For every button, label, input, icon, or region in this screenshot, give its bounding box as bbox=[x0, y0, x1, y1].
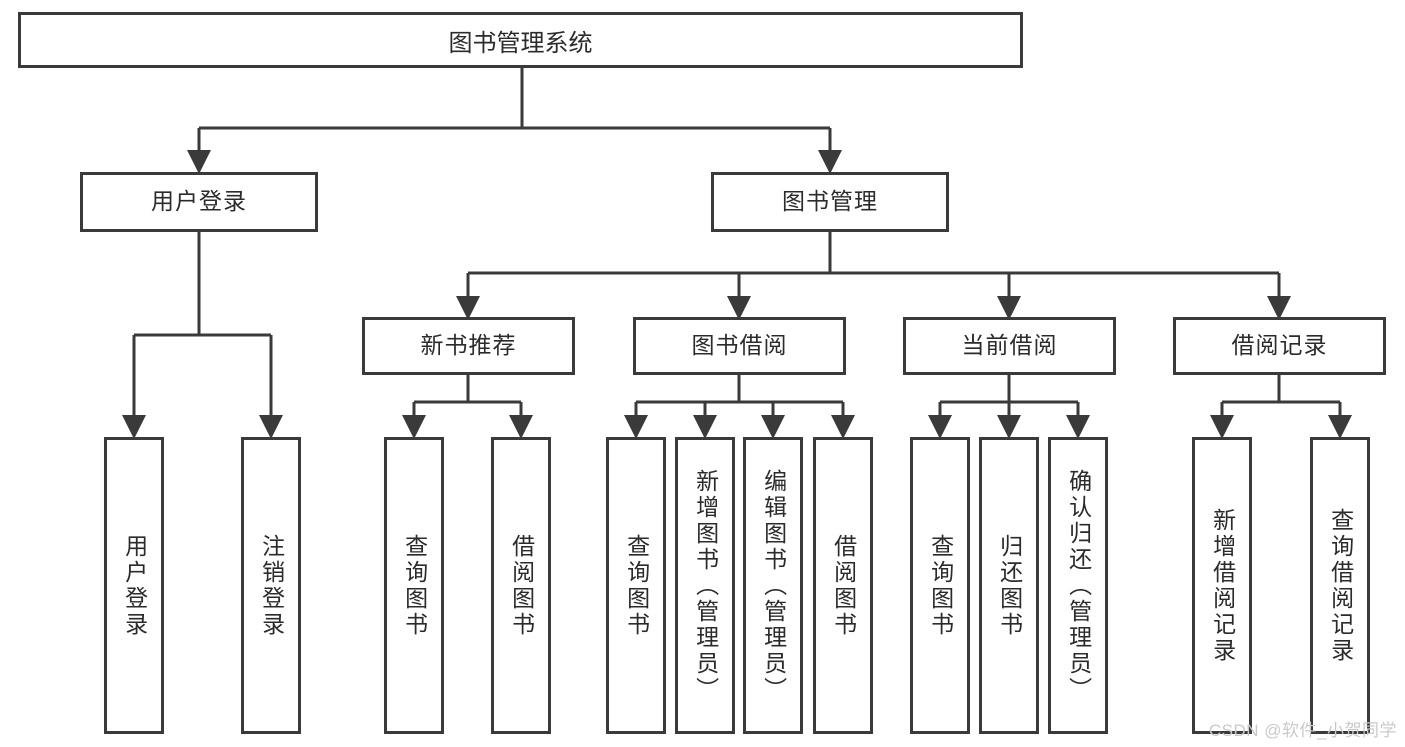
leaf-borrow-book-2-label: 借阅图书 bbox=[830, 533, 857, 638]
node-new-book-recommend[interactable]: 新书推荐 bbox=[362, 317, 575, 375]
leaf-user-login-label: 用户登录 bbox=[121, 533, 148, 638]
watermark: CSDN @软件_小贺同学 bbox=[1208, 721, 1397, 740]
node-current-borrow[interactable]: 当前借阅 bbox=[903, 317, 1116, 375]
node-book-manage[interactable]: 图书管理 bbox=[711, 172, 949, 232]
node-borrow-record[interactable]: 借阅记录 bbox=[1173, 317, 1386, 375]
leaf-query-book-3[interactable]: 查询图书 bbox=[910, 437, 970, 734]
node-user-login-label: 用户登录 bbox=[151, 188, 247, 215]
leaf-add-record[interactable]: 新增借阅记录 bbox=[1192, 437, 1252, 734]
leaf-borrow-book-1[interactable]: 借阅图书 bbox=[491, 437, 551, 734]
node-book-borrow[interactable]: 图书借阅 bbox=[633, 317, 846, 375]
node-current-borrow-label: 当前借阅 bbox=[961, 332, 1058, 359]
node-borrow-record-label: 借阅记录 bbox=[1231, 332, 1328, 359]
leaf-edit-book-label: 编辑图书（管理员） bbox=[760, 468, 787, 703]
leaf-add-book[interactable]: 新增图书（管理员） bbox=[675, 437, 735, 734]
leaf-add-book-label: 新增图书（管理员） bbox=[692, 468, 719, 703]
leaf-user-login[interactable]: 用户登录 bbox=[104, 437, 164, 734]
leaf-query-book-3-label: 查询图书 bbox=[927, 533, 954, 638]
leaf-query-book-1-label: 查询图书 bbox=[401, 533, 428, 638]
leaf-logout-label: 注销登录 bbox=[258, 533, 285, 638]
leaf-borrow-book-1-label: 借阅图书 bbox=[508, 533, 535, 638]
node-book-borrow-label: 图书借阅 bbox=[691, 332, 788, 359]
node-root-label: 图书管理系统 bbox=[448, 29, 593, 57]
leaf-add-record-label: 新增借阅记录 bbox=[1209, 507, 1236, 664]
leaf-query-book-2-label: 查询图书 bbox=[623, 533, 650, 638]
leaf-query-record[interactable]: 查询借阅记录 bbox=[1310, 437, 1370, 734]
leaf-borrow-book-2[interactable]: 借阅图书 bbox=[813, 437, 873, 734]
node-root[interactable]: 图书管理系统 bbox=[18, 12, 1023, 68]
leaf-logout[interactable]: 注销登录 bbox=[241, 437, 301, 734]
node-user-login[interactable]: 用户登录 bbox=[80, 172, 318, 232]
node-new-book-recommend-label: 新书推荐 bbox=[420, 332, 517, 359]
leaf-edit-book[interactable]: 编辑图书（管理员） bbox=[743, 437, 803, 734]
leaf-return-book[interactable]: 归还图书 bbox=[979, 437, 1039, 734]
node-book-manage-label: 图书管理 bbox=[782, 188, 878, 215]
leaf-query-record-label: 查询借阅记录 bbox=[1327, 507, 1354, 664]
leaf-confirm-return[interactable]: 确认归还（管理员） bbox=[1048, 437, 1108, 734]
leaf-return-book-label: 归还图书 bbox=[996, 533, 1023, 638]
leaf-query-book-2[interactable]: 查询图书 bbox=[606, 437, 666, 734]
leaf-query-book-1[interactable]: 查询图书 bbox=[384, 437, 444, 734]
leaf-confirm-return-label: 确认归还（管理员） bbox=[1065, 468, 1092, 703]
